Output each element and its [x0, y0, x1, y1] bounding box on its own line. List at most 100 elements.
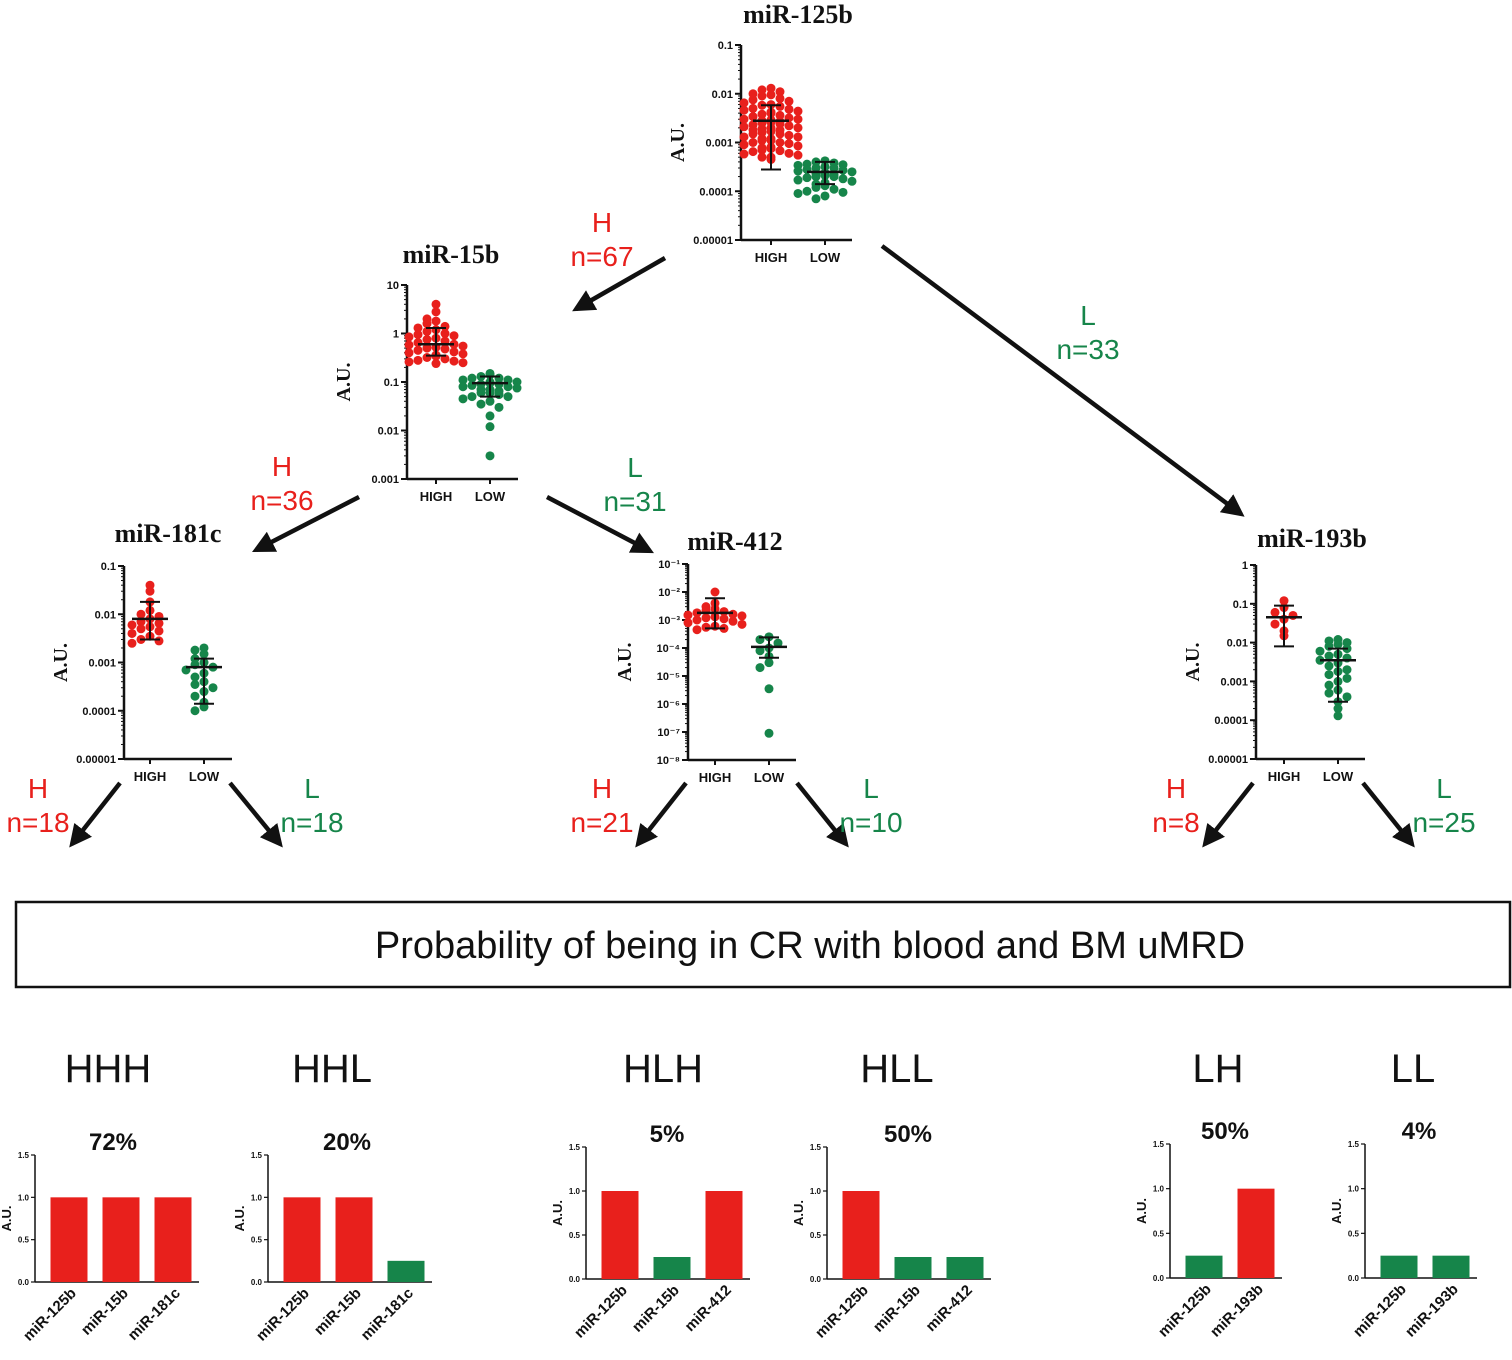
error-bar-low [472, 375, 508, 398]
data-point [739, 140, 749, 150]
y-tick-label: 0.01 [95, 609, 116, 621]
data-point [422, 335, 432, 345]
data-point [793, 132, 803, 142]
y-tick-label: 0.5 [1348, 1229, 1360, 1238]
bar-miR-193b [1432, 1255, 1470, 1278]
data-point [431, 359, 441, 369]
x-tick-label: HIGH [755, 250, 788, 265]
y-tick-label: 0.0001 [82, 706, 116, 718]
bar-miR-15b [653, 1257, 691, 1279]
data-point [683, 618, 693, 628]
data-point [190, 679, 200, 689]
tree-arrow-0: Hn=67 [570, 207, 667, 312]
y-axis-label: A.U. [791, 1200, 806, 1226]
bar-miR-193b [1237, 1188, 1275, 1278]
y-tick-label: 1 [393, 329, 399, 341]
data-point [127, 628, 137, 638]
y-tick-label: 0.1 [718, 40, 733, 52]
data-point [1270, 607, 1280, 617]
data-point [154, 618, 164, 628]
data-point [1324, 670, 1334, 680]
data-point [127, 620, 137, 630]
data-point [1342, 673, 1352, 683]
data-point [467, 392, 477, 402]
y-tick-label: 0.001 [705, 138, 733, 150]
x-tick-label: HIGH [134, 769, 167, 784]
x-tick-label: miR-15b [870, 1282, 924, 1336]
data-point [784, 130, 794, 140]
y-axis-label: A.U. [1329, 1198, 1344, 1224]
y-tick-label: 0.00001 [1208, 754, 1248, 766]
y-tick-label: 1.0 [1153, 1185, 1165, 1194]
data-point [784, 148, 794, 158]
data-point [775, 138, 785, 147]
bar-miR-125b [601, 1191, 639, 1279]
data-point [820, 191, 830, 201]
data-point [494, 402, 504, 412]
data-point [1333, 711, 1343, 721]
branch-count: n=31 [603, 486, 666, 517]
data-point [458, 341, 468, 351]
data-point [440, 329, 450, 338]
y-axis-label: A.U. [550, 1200, 565, 1226]
data-point [802, 186, 812, 196]
scatter-chart-miR-125b: miR-125bA.U.0.000010.00010.0010.010.1HIG… [667, 0, 857, 265]
data-point [431, 299, 441, 309]
x-tick-label: miR-125b [1155, 1281, 1215, 1341]
data-point [449, 356, 459, 366]
y-tick-label: 0.01 [712, 89, 733, 101]
data-point [757, 91, 767, 101]
branch-count: n=36 [250, 485, 313, 516]
arrow-line [1202, 781, 1255, 848]
error-bar-low [1320, 647, 1356, 703]
y-axis-label: A.U. [1134, 1198, 1149, 1224]
group-label: HHH [65, 1047, 152, 1091]
banner-text: Probability of being in CR with blood an… [375, 925, 1245, 967]
branch-count: n=67 [570, 241, 633, 272]
data-point [755, 663, 765, 673]
scatter-chart-miR-412: miR-412A.U.10⁻⁸10⁻⁷10⁻⁶10⁻⁵10⁻⁴10⁻³10⁻²1… [614, 527, 796, 785]
data-point [440, 344, 450, 354]
data-point [784, 139, 794, 149]
x-tick-label: LOW [754, 770, 785, 785]
x-tick-label: LOW [810, 250, 841, 265]
data-point [467, 373, 477, 383]
data-point [748, 147, 758, 157]
data-point [811, 194, 821, 204]
tree-arrow-4: Hn=18 [6, 773, 122, 848]
series-high [404, 299, 468, 369]
error-bar-low [186, 657, 222, 705]
x-tick-label: HIGH [420, 489, 453, 504]
y-tick-label: 10⁻⁷ [657, 727, 680, 739]
data-point [692, 625, 702, 635]
data-point [748, 112, 758, 122]
data-point [739, 149, 749, 159]
bar-miR-125b [1380, 1255, 1418, 1278]
data-point [811, 172, 821, 182]
y-tick-label: 0.0 [18, 1278, 30, 1287]
tree-arrow-8: Hn=8 [1152, 773, 1255, 848]
bar-miR-181c [154, 1197, 192, 1282]
data-point [757, 145, 767, 155]
bar-charts: HHH72%A.U.0.00.51.01.5miR-125bmiR-15bmiR… [0, 1047, 1477, 1345]
branch-count: n=18 [280, 807, 343, 838]
error-bar-high [418, 326, 454, 357]
bar-miR-125b [842, 1191, 880, 1279]
x-tick-label: miR-15b [629, 1282, 683, 1336]
y-tick-label: 1.0 [18, 1193, 30, 1202]
data-point [739, 132, 749, 142]
data-point [1270, 619, 1280, 629]
data-point [793, 175, 803, 185]
data-point [413, 330, 423, 340]
error-bar-high [697, 597, 733, 630]
bar-miR-15b [894, 1257, 932, 1279]
y-tick-label: 0.001 [1220, 676, 1248, 688]
data-point [719, 614, 729, 624]
data-point [476, 399, 486, 409]
data-point [1324, 661, 1334, 671]
y-tick-label: 0.0 [1153, 1274, 1165, 1283]
y-tick-label: 0.1 [1233, 599, 1248, 611]
y-axis-label: A.U. [0, 1206, 14, 1232]
